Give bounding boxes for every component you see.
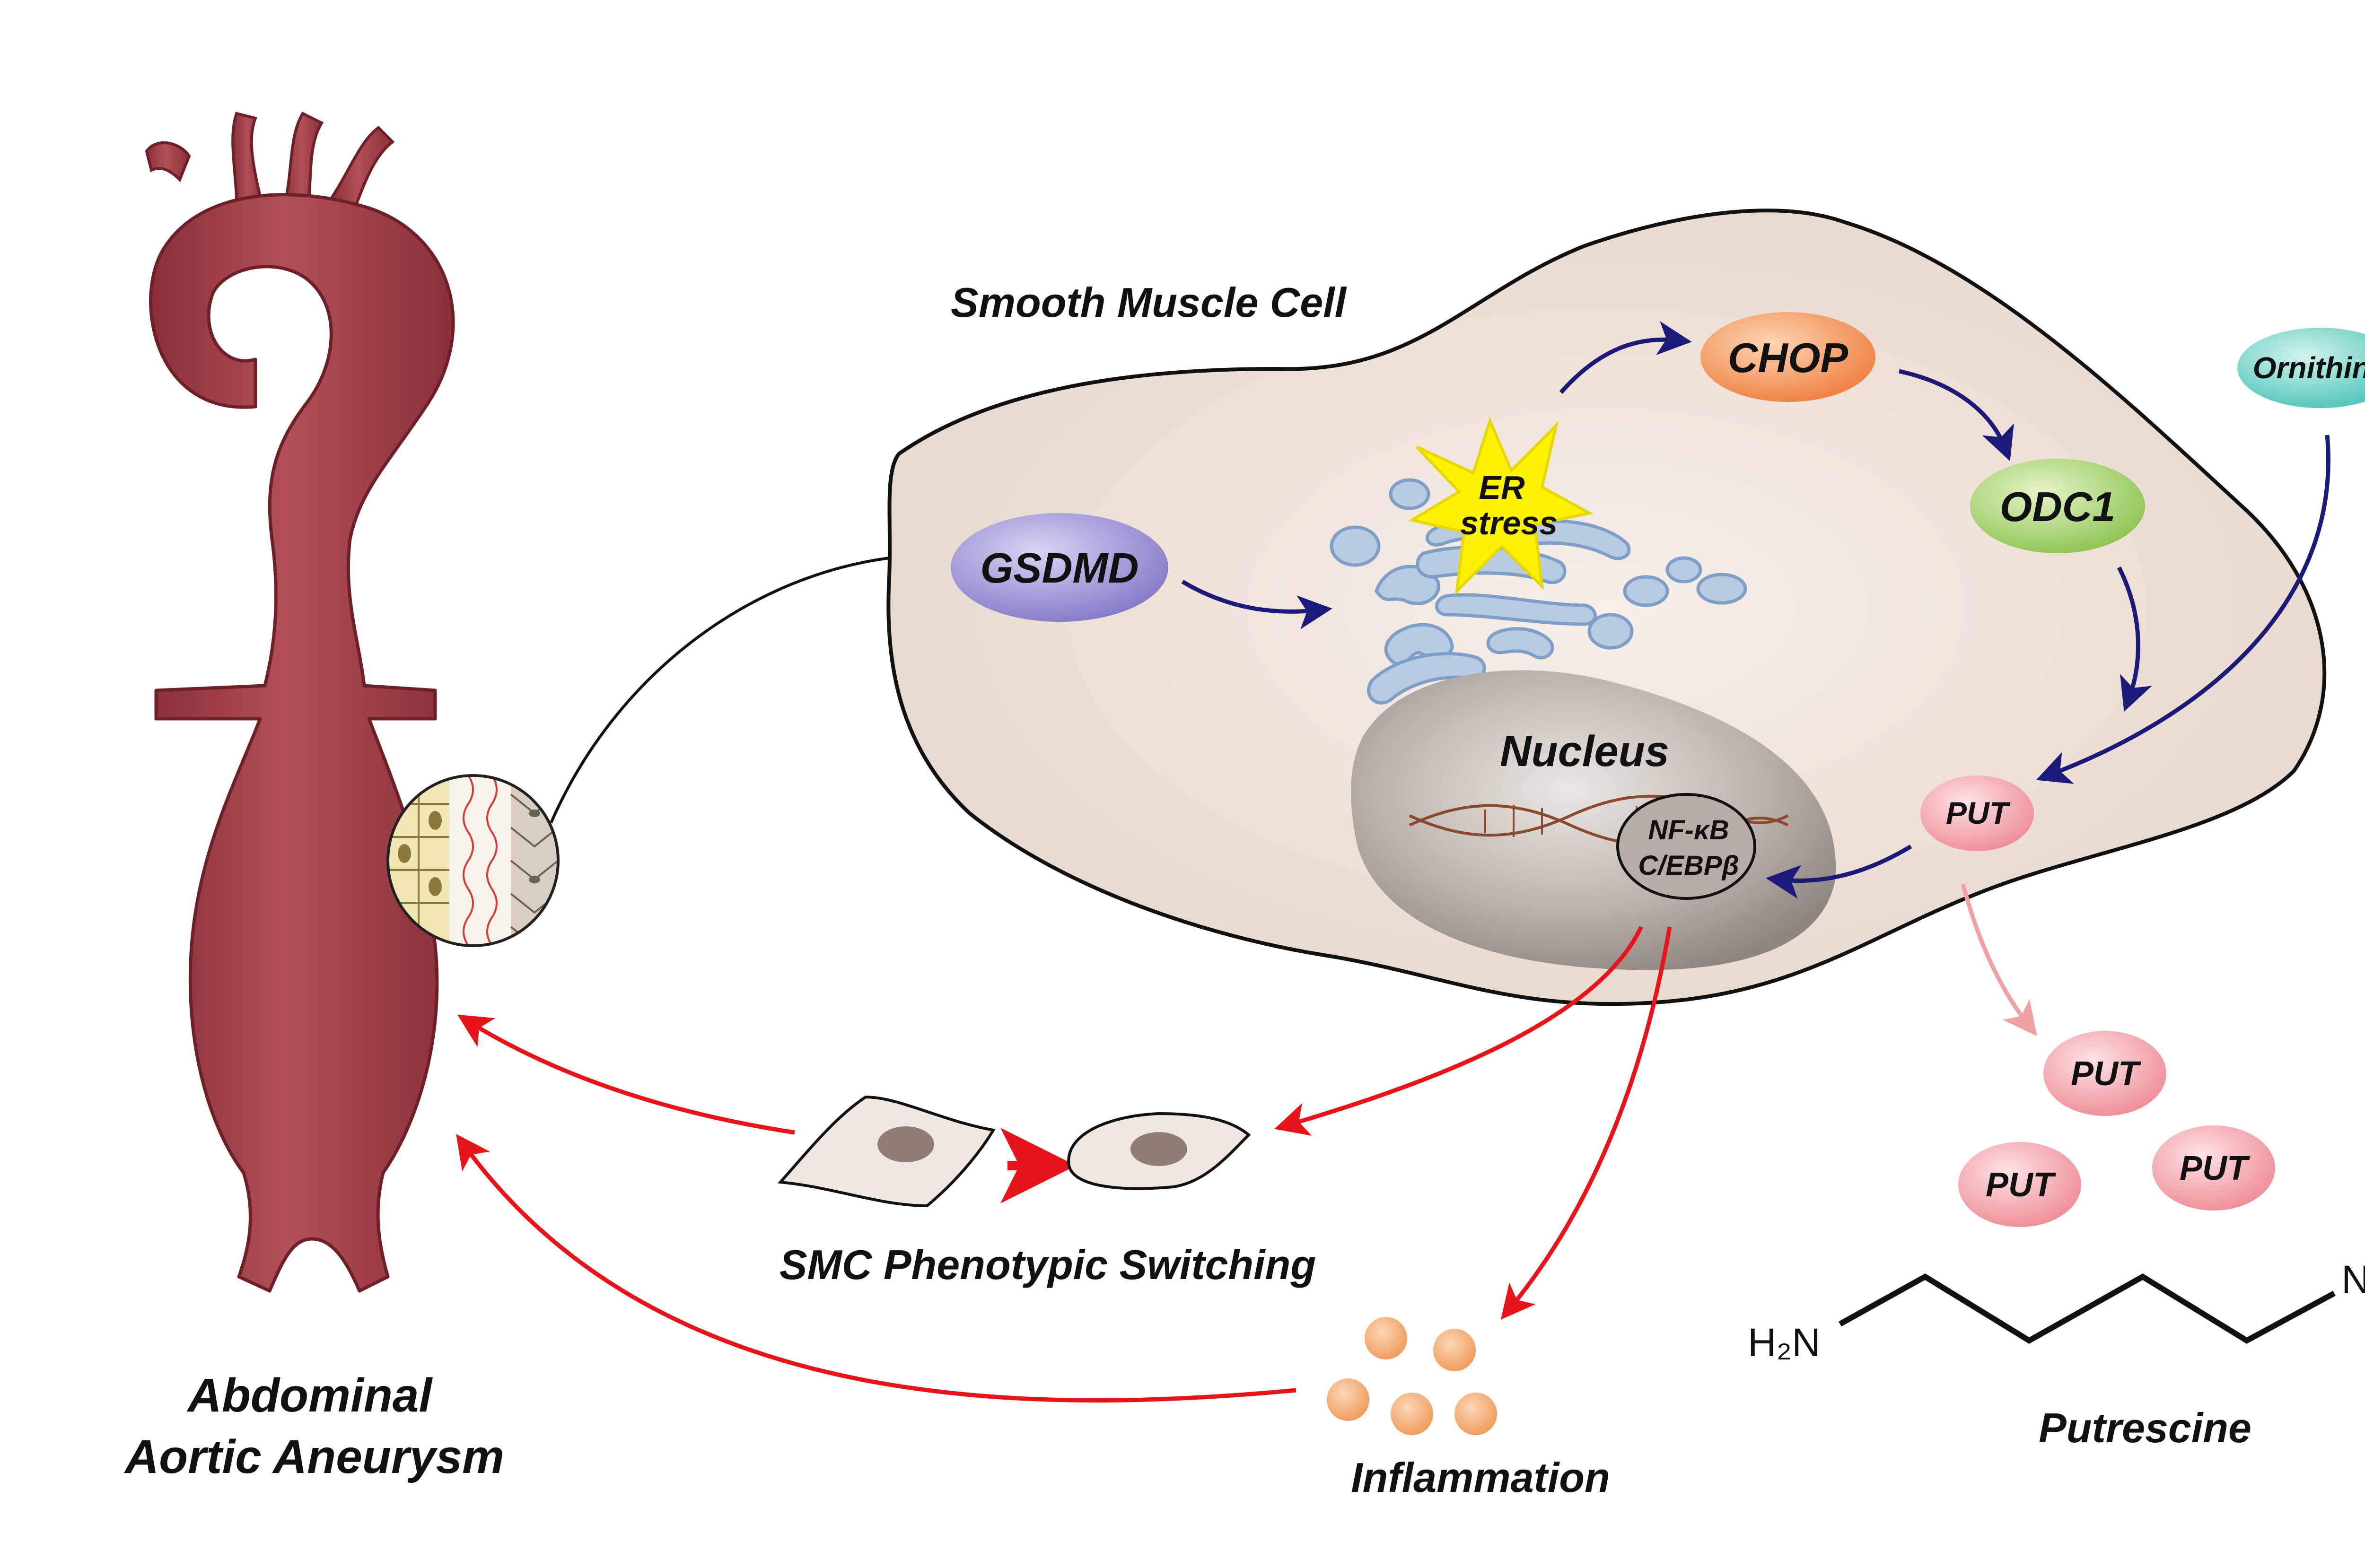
putrescine-h2n: H₂N bbox=[1748, 1320, 1821, 1365]
ornithine-oval bbox=[2237, 328, 2365, 408]
put-oval-cell bbox=[1920, 775, 2034, 851]
outcome-arrows-red bbox=[456, 926, 1672, 1402]
put-label-1: PUT bbox=[2071, 1055, 2142, 1093]
odc1-label: ODC1 bbox=[2000, 483, 2116, 530]
zoom-connector-line bbox=[550, 557, 890, 824]
cell-label: Smooth Muscle Cell bbox=[951, 279, 1347, 326]
put-label-3: PUT bbox=[2180, 1150, 2251, 1187]
nucleus-label: Nucleus bbox=[1500, 727, 1669, 775]
tf-to-inflammation-arrow bbox=[1500, 926, 1672, 1320]
nfkb-label: NF-κB bbox=[1648, 815, 1729, 845]
inflammation-label: Inflammation bbox=[1351, 1454, 1610, 1501]
switching-to-aaa-arrow bbox=[457, 1014, 795, 1135]
cebpb-label: C/EBPβ bbox=[1638, 850, 1739, 881]
aortic-wall-zoom bbox=[386, 774, 560, 947]
er-stress-star bbox=[1408, 417, 1594, 595]
putrescine-label: Putrescine bbox=[2039, 1404, 2251, 1451]
aorta-illustration bbox=[145, 112, 455, 1293]
tf-to-switching-arrow bbox=[1274, 926, 1644, 1136]
chop-label: CHOP bbox=[1728, 334, 1848, 381]
transcription-factors-oval bbox=[1616, 793, 1756, 900]
aaa-label-line2: Aortic Aneurysm bbox=[123, 1430, 504, 1483]
putrescine-skeleton bbox=[1839, 1273, 2336, 1344]
gsdmd-label: GSDMD bbox=[981, 545, 1139, 592]
gsdmd-oval bbox=[951, 513, 1168, 622]
odc1-oval bbox=[1970, 459, 2145, 553]
pathway-arrows-navy bbox=[1181, 321, 2330, 899]
smc-switching-cells bbox=[777, 1095, 1251, 1208]
gsdmd-to-er-arrow bbox=[1181, 580, 1332, 629]
odc1-to-put-arrow bbox=[2117, 566, 2152, 712]
er-stress-label-1: ER bbox=[1479, 469, 1525, 506]
inflammation-particles bbox=[1327, 1317, 1497, 1435]
chop-oval bbox=[1700, 312, 1875, 402]
put-to-nucleus-arrow bbox=[1766, 845, 1912, 899]
aaa-label-line1: Abdominal bbox=[186, 1369, 433, 1422]
er-stress-label-2: stress bbox=[1460, 505, 1558, 541]
smc-switching-label: SMC Phenotypic Switching bbox=[780, 1241, 1316, 1288]
put-label-cell: PUT bbox=[1946, 795, 2011, 830]
put-oval-1 bbox=[2043, 1031, 2166, 1116]
putrescine-nh2: NH₂ bbox=[2341, 1257, 2365, 1302]
inflammation-to-aaa-arrow bbox=[456, 1134, 1296, 1402]
ornithine-label: Ornithine bbox=[2253, 351, 2365, 385]
put-export-arrow bbox=[1961, 883, 2037, 1037]
er-to-chop-arrow bbox=[1559, 321, 1692, 394]
put-label-2: PUT bbox=[1986, 1166, 2057, 1204]
put-oval-2 bbox=[1958, 1142, 2081, 1227]
put-oval-3 bbox=[2152, 1125, 2275, 1211]
ornithine-to-put-arrow bbox=[2036, 435, 2330, 784]
chop-to-odc1-arrow bbox=[1899, 369, 2014, 462]
